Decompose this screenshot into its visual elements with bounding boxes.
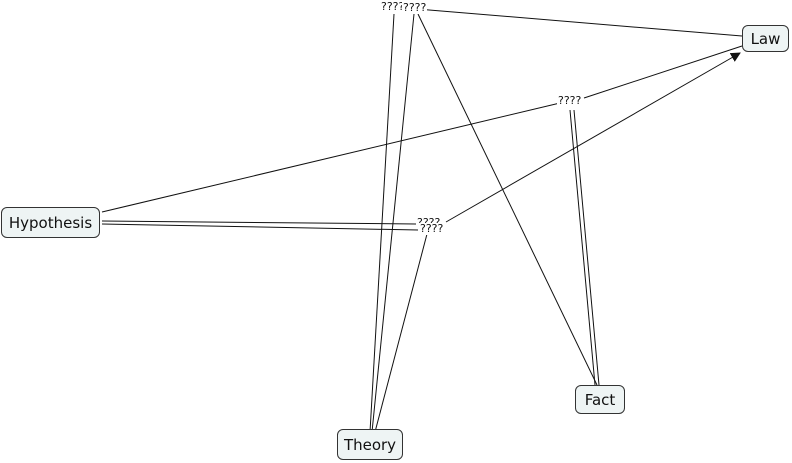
link-label-top-left[interactable]: ????: [380, 0, 406, 13]
link-upper-middle-to-fact-b: [573, 109, 600, 386]
link-theory-to-top-right: [371, 13, 415, 433]
node-fact[interactable]: Fact: [575, 385, 625, 414]
link-theory-to-top-left: [369, 13, 395, 433]
node-law-label: Law: [750, 29, 781, 48]
link-top-to-law: [404, 7, 743, 37]
link-upper-middle-to-law: [583, 45, 743, 99]
link-upper-middle-to-fact-a: [569, 109, 596, 386]
node-fact-label: Fact: [584, 390, 616, 409]
node-theory-label: Theory: [343, 435, 397, 454]
link-label-top-right[interactable]: ????: [402, 1, 428, 14]
link-middle-to-theory: [374, 233, 428, 433]
link-middle-to-law-arrow: [445, 52, 741, 223]
node-theory[interactable]: Theory: [337, 429, 403, 460]
link-label-upper-middle[interactable]: ????: [557, 94, 583, 107]
link-label-middle-bottom[interactable]: ????: [419, 222, 445, 235]
link-hypothesis-to-upper-middle: [101, 102, 561, 213]
node-law[interactable]: Law: [742, 25, 789, 52]
link-top-right-to-fact: [417, 13, 598, 386]
node-hypothesis-label: Hypothesis: [8, 213, 93, 232]
link-hypothesis-to-middle-bottom: [101, 223, 419, 231]
node-hypothesis[interactable]: Hypothesis: [1, 207, 100, 238]
link-hypothesis-to-middle-top: [101, 220, 417, 225]
